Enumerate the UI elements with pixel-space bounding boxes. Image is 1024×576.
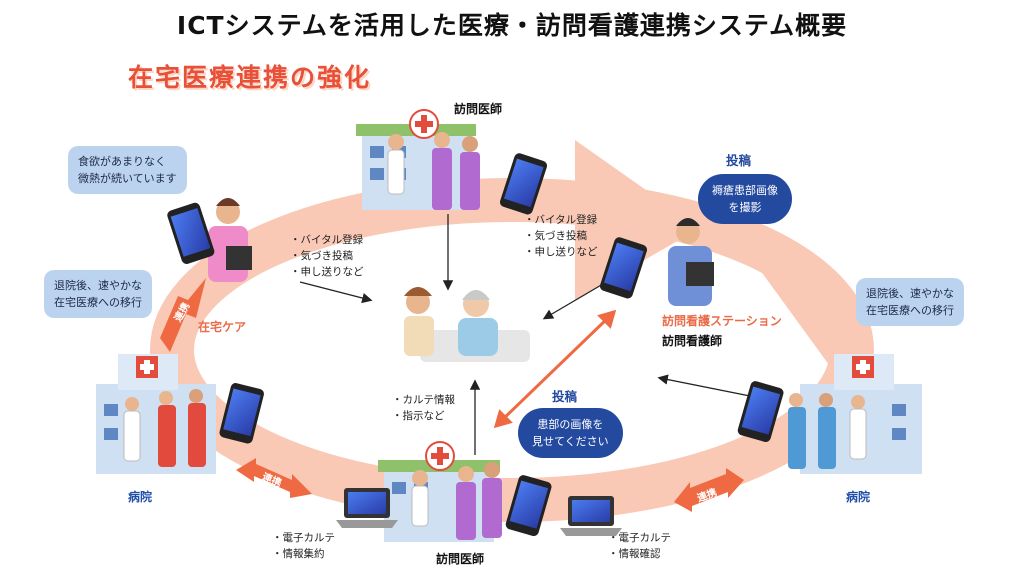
notes-home-care: バイタル登録 気づき投稿 申し送りなど [290, 232, 364, 280]
post-tag-top: 投稿 [726, 153, 752, 168]
bubble-line: 褥瘡患部画像 [712, 184, 778, 197]
bubble-line: 微熱が続いています [78, 172, 177, 185]
label-nurse: 訪問看護師 [662, 334, 723, 348]
note-item: バイタル登録 [290, 232, 364, 248]
smartphone-icon [499, 153, 548, 215]
bubble-line: 退院後、速やかな [54, 279, 142, 292]
notes-hospital-left: 電子カルテ 情報集約 [272, 530, 336, 562]
bubble-line: を撮影 [728, 201, 762, 214]
label-hospital-left: 病院 [128, 490, 153, 504]
page-subtitle: 在宅医療連携の強化 [128, 63, 372, 92]
patient-care-illustration [404, 287, 530, 362]
bubble-doctor-post: 患部の画像を 見せてください [518, 408, 623, 458]
note-item: 情報集約 [272, 546, 335, 562]
note-item: 申し送りなど [524, 244, 598, 260]
note-item: 気づき投稿 [524, 228, 598, 244]
bubble-discharge-left: 退院後、速やかな 在宅医療への移行 [44, 270, 152, 318]
notes-doctor-bottom: カルテ情報 指示など [392, 392, 456, 424]
smartphone-icon [219, 383, 264, 444]
note-item: 申し送りなど [290, 264, 364, 280]
bubble-line: 在宅医療への移行 [866, 304, 954, 317]
smartphone-icon [599, 237, 648, 299]
label-station: 訪問看護ステーション [662, 314, 782, 328]
post-tag-middle: 投稿 [552, 389, 578, 404]
orange-double-arrow [493, 309, 617, 429]
page-title: ICTシステムを活用した医療・訪問看護連携システム概要 [176, 11, 848, 40]
laptop-icon-right [560, 496, 622, 536]
label-home-care: 在宅ケア [198, 320, 247, 334]
note-item: バイタル登録 [524, 212, 598, 228]
link-arrow-bottom-right: 連携 [674, 468, 744, 512]
smartphone-icon [737, 381, 784, 443]
note-item: 気づき投稿 [290, 248, 364, 264]
notes-hospital-right: 電子カルテ 情報確認 [608, 530, 672, 562]
laptop-icon-left [336, 488, 398, 528]
smartphone-icon [167, 202, 215, 264]
label-hospital-right: 病院 [846, 490, 871, 504]
note-item: 指示など [392, 408, 455, 424]
bubble-nurse-post: 褥瘡患部画像 を撮影 [698, 174, 792, 224]
station-nurse [668, 218, 714, 306]
note-item: 情報確認 [608, 546, 671, 562]
bubble-line: 食欲があまりなく [78, 155, 166, 168]
note-item: 電子カルテ [608, 530, 672, 546]
clinic-building-top [356, 109, 476, 210]
note-item: カルテ情報 [392, 392, 456, 408]
bubble-discharge-right: 退院後、速やかな 在宅医療への移行 [856, 278, 964, 326]
note-item: 電子カルテ [272, 530, 336, 546]
staff-hospital-right [788, 393, 867, 469]
notes-doctor-top: バイタル登録 気づき投稿 申し送りなど [524, 212, 598, 260]
bubble-line: 患部の画像を [537, 418, 604, 431]
label-visiting-doctor-top: 訪問医師 [454, 102, 503, 116]
doctors-bottom [411, 462, 502, 540]
staff-hospital-left [123, 389, 206, 467]
bubble-line: 退院後、速やかな [866, 287, 954, 300]
bubble-patient: 食欲があまりなく 微熱が続いています [68, 146, 187, 194]
bubble-line: 在宅医療への移行 [54, 296, 142, 309]
label-visiting-doctor-bottom: 訪問医師 [436, 552, 485, 566]
smartphone-icon [505, 475, 552, 537]
doctors-top [387, 132, 480, 210]
bubble-line: 見せてください [532, 435, 609, 448]
clinic-building-bottom [378, 441, 500, 542]
home-care-nurse [208, 198, 252, 282]
